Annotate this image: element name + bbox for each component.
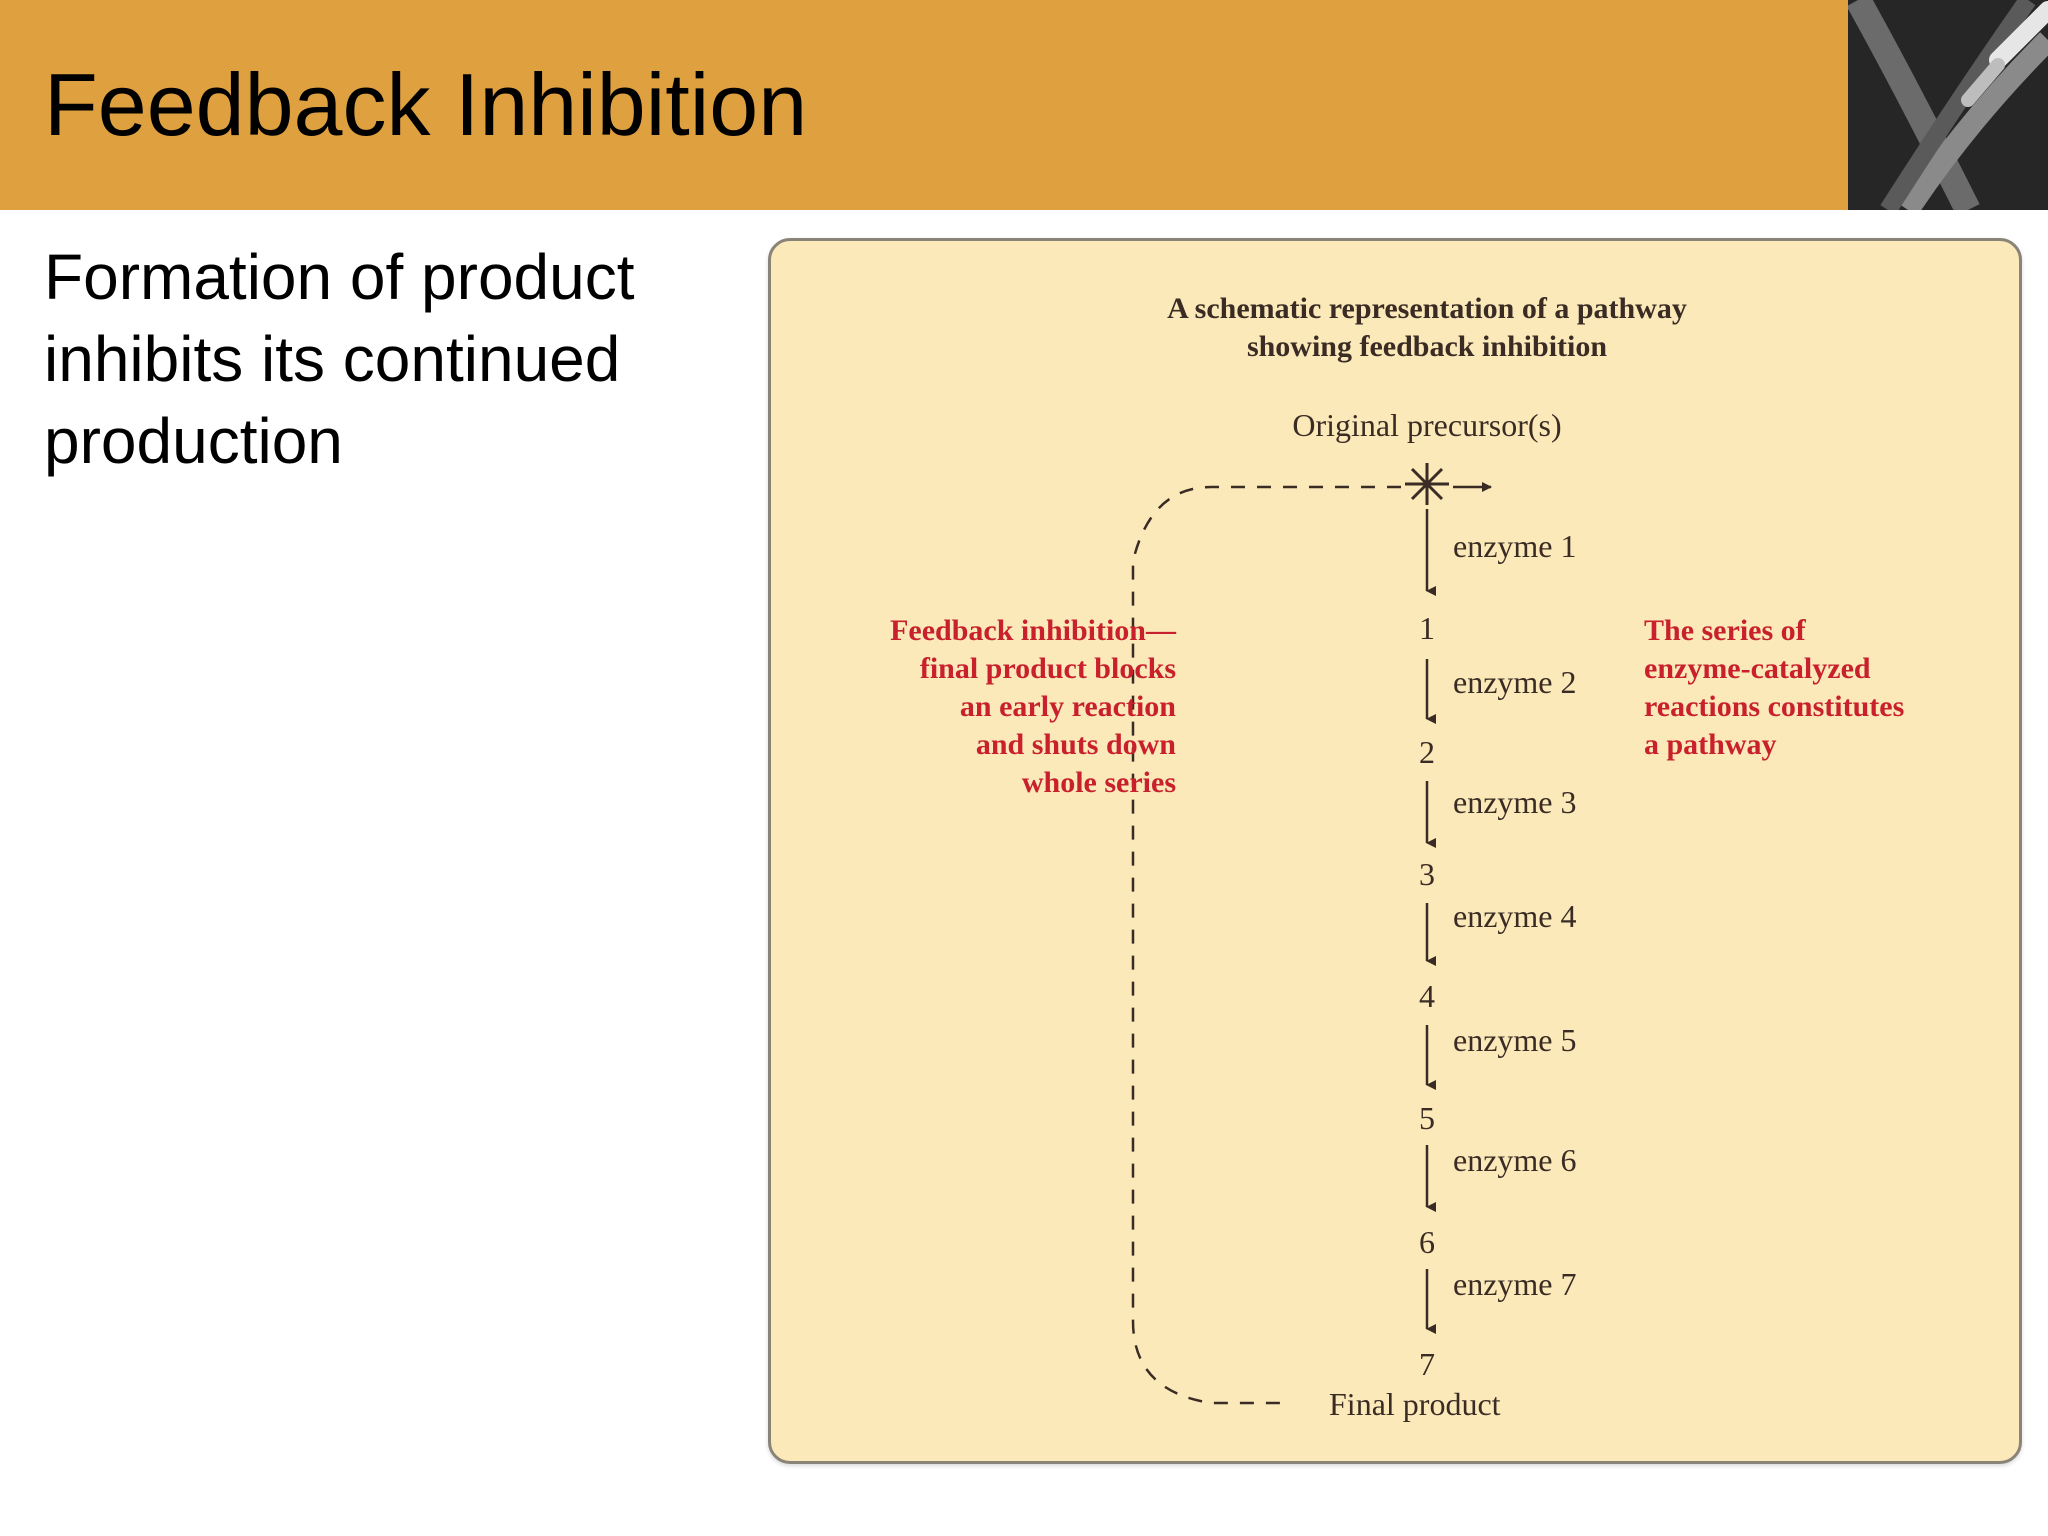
svg-text:whole series: whole series	[1022, 766, 1176, 799]
pathway-figure: A schematic representation of a pathway …	[768, 238, 2022, 1464]
body-text: Formation of product inhibits its contin…	[44, 241, 635, 477]
enzyme-label-3: enzyme 3	[1453, 784, 1577, 820]
svg-text:reactions constitutes: reactions constitutes	[1644, 690, 1904, 723]
final-product-label: Final product	[1329, 1386, 1501, 1422]
svg-text:enzyme-catalyzed: enzyme-catalyzed	[1644, 652, 1871, 685]
corner-photo-graphic	[1848, 0, 2048, 210]
enzyme-label-1: enzyme 1	[1453, 528, 1577, 564]
intermediate-2: 2	[1419, 734, 1435, 770]
slide-title: Feedback Inhibition	[44, 55, 808, 154]
svg-text:Feedback inhibition—: Feedback inhibition—	[890, 614, 1177, 647]
svg-text:an early reaction: an early reaction	[960, 690, 1176, 723]
intermediate-7: 7	[1419, 1346, 1435, 1382]
figure-caption-line-2: showing feedback inhibition	[1247, 330, 1607, 363]
enzyme-label-4: enzyme 4	[1453, 898, 1577, 934]
svg-text:and shuts down: and shuts down	[976, 728, 1176, 761]
corner-photo	[1848, 0, 2048, 210]
enzyme-label-2: enzyme 2	[1453, 664, 1577, 700]
enzyme-label-7: enzyme 7	[1453, 1266, 1577, 1302]
asterisk-block-icon	[1405, 463, 1449, 505]
svg-text:The series of: The series of	[1644, 614, 1807, 647]
pathway-note: The series of enzyme-catalyzed reactions…	[1644, 614, 1904, 761]
intermediate-3: 3	[1419, 856, 1435, 892]
intermediate-6: 6	[1419, 1224, 1435, 1260]
figure-caption-line-1: A schematic representation of a pathway	[1167, 292, 1687, 325]
svg-text:final product blocks: final product blocks	[920, 652, 1176, 685]
feedback-note: Feedback inhibition— final product block…	[890, 614, 1177, 799]
enzyme-label-6: enzyme 6	[1453, 1142, 1577, 1178]
svg-text:a pathway: a pathway	[1644, 728, 1777, 761]
title-bar: Feedback Inhibition	[0, 0, 2048, 210]
intermediate-4: 4	[1419, 978, 1435, 1014]
feedback-dashed-loop	[1131, 485, 1401, 1405]
precursor-label: Original precursor(s)	[1292, 407, 1561, 443]
intermediate-5: 5	[1419, 1100, 1435, 1136]
pathway-diagram: A schematic representation of a pathway …	[890, 292, 1904, 1422]
enzyme-label-5: enzyme 5	[1453, 1022, 1577, 1058]
intermediate-1: 1	[1419, 610, 1435, 646]
